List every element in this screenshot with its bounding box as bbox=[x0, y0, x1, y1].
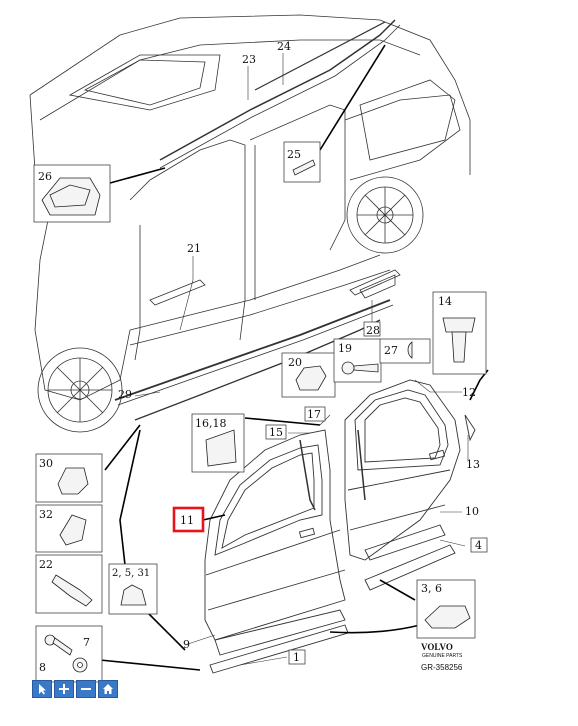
callout-15: 15 bbox=[269, 426, 283, 439]
callout-27: 27 bbox=[384, 344, 398, 357]
clip-2-5-31-icon bbox=[120, 584, 147, 606]
screw-19-icon bbox=[341, 361, 355, 375]
callout-25: 25 bbox=[287, 148, 301, 161]
front-door-drawing bbox=[204, 429, 349, 674]
callout-box-11-highlight[interactable] bbox=[172, 506, 205, 533]
callout-box-1 bbox=[288, 649, 306, 665]
zoom-in-icon bbox=[59, 684, 69, 694]
callout-32: 32 bbox=[39, 508, 53, 521]
callout-26: 26 bbox=[38, 170, 52, 183]
car-body-drawing bbox=[29, 14, 471, 433]
brand-name: VOLVO bbox=[421, 642, 453, 652]
fastener-14-icon bbox=[442, 317, 476, 333]
callout-20: 20 bbox=[288, 356, 302, 369]
cursor-button[interactable] bbox=[32, 680, 52, 698]
callout-box-28 bbox=[363, 321, 381, 337]
callout-4: 4 bbox=[475, 539, 482, 552]
callout-24: 24 bbox=[277, 40, 291, 53]
diagram-reference: GR-358256 bbox=[421, 663, 463, 672]
callout-3-6: 3, 6 bbox=[421, 582, 442, 595]
leader-lines bbox=[99, 44, 489, 671]
rear-door-drawing bbox=[344, 379, 476, 591]
callout-box-15 bbox=[265, 424, 287, 440]
part-pictograms bbox=[41, 159, 476, 673]
plug-22-icon bbox=[51, 574, 93, 607]
clip-30-icon bbox=[57, 467, 89, 495]
callout-19: 19 bbox=[338, 342, 352, 355]
clip-3-6-icon bbox=[424, 605, 471, 629]
callout-8: 8 bbox=[39, 661, 46, 674]
pad-25-icon bbox=[292, 159, 316, 176]
callout-29: 29 bbox=[118, 388, 132, 401]
cursor-icon bbox=[39, 684, 46, 695]
callout-7: 7 bbox=[83, 636, 90, 649]
callout-2-5-31: 2, 5, 31 bbox=[112, 568, 150, 579]
brand-sub: GENUINE PARTS bbox=[422, 653, 463, 659]
pad-16-18-icon bbox=[205, 429, 237, 467]
zoom-out-icon bbox=[81, 688, 91, 690]
dome-27-icon bbox=[407, 341, 413, 359]
callout-leaders bbox=[134, 53, 469, 666]
brand-block: VOLVO GENUINE PARTS GR-358256 bbox=[421, 642, 463, 672]
zoom-out-button[interactable] bbox=[76, 680, 96, 698]
callout-17: 17 bbox=[307, 408, 321, 421]
part-box-27 bbox=[379, 338, 431, 364]
callout-21: 21 bbox=[187, 242, 201, 255]
callout-14: 14 bbox=[438, 295, 452, 308]
callout-11: 11 bbox=[180, 514, 194, 527]
callout-28: 28 bbox=[366, 324, 380, 337]
callout-23: 23 bbox=[242, 53, 256, 66]
home-button[interactable] bbox=[98, 680, 118, 698]
callout-12: 12 bbox=[462, 386, 476, 399]
callout-16-18: 16,18 bbox=[195, 417, 227, 430]
callout-box-4 bbox=[470, 537, 488, 553]
clip-20-icon bbox=[295, 365, 327, 391]
callout-30: 30 bbox=[39, 457, 53, 470]
part-box-19 bbox=[333, 338, 382, 383]
callout-1: 1 bbox=[293, 651, 300, 664]
home-icon bbox=[103, 684, 113, 694]
callout-13: 13 bbox=[466, 458, 480, 471]
zoom-in-button[interactable] bbox=[54, 680, 74, 698]
callout-9: 9 bbox=[183, 638, 190, 651]
callout-labels: 23 24 26 25 21 29 28 14 20 19 27 12 17 1… bbox=[38, 40, 482, 674]
diagram-toolbar bbox=[32, 680, 118, 698]
callout-10: 10 bbox=[465, 505, 479, 518]
callout-box-17 bbox=[304, 406, 326, 422]
callout-22: 22 bbox=[39, 558, 53, 571]
clip-32-icon bbox=[59, 514, 87, 546]
